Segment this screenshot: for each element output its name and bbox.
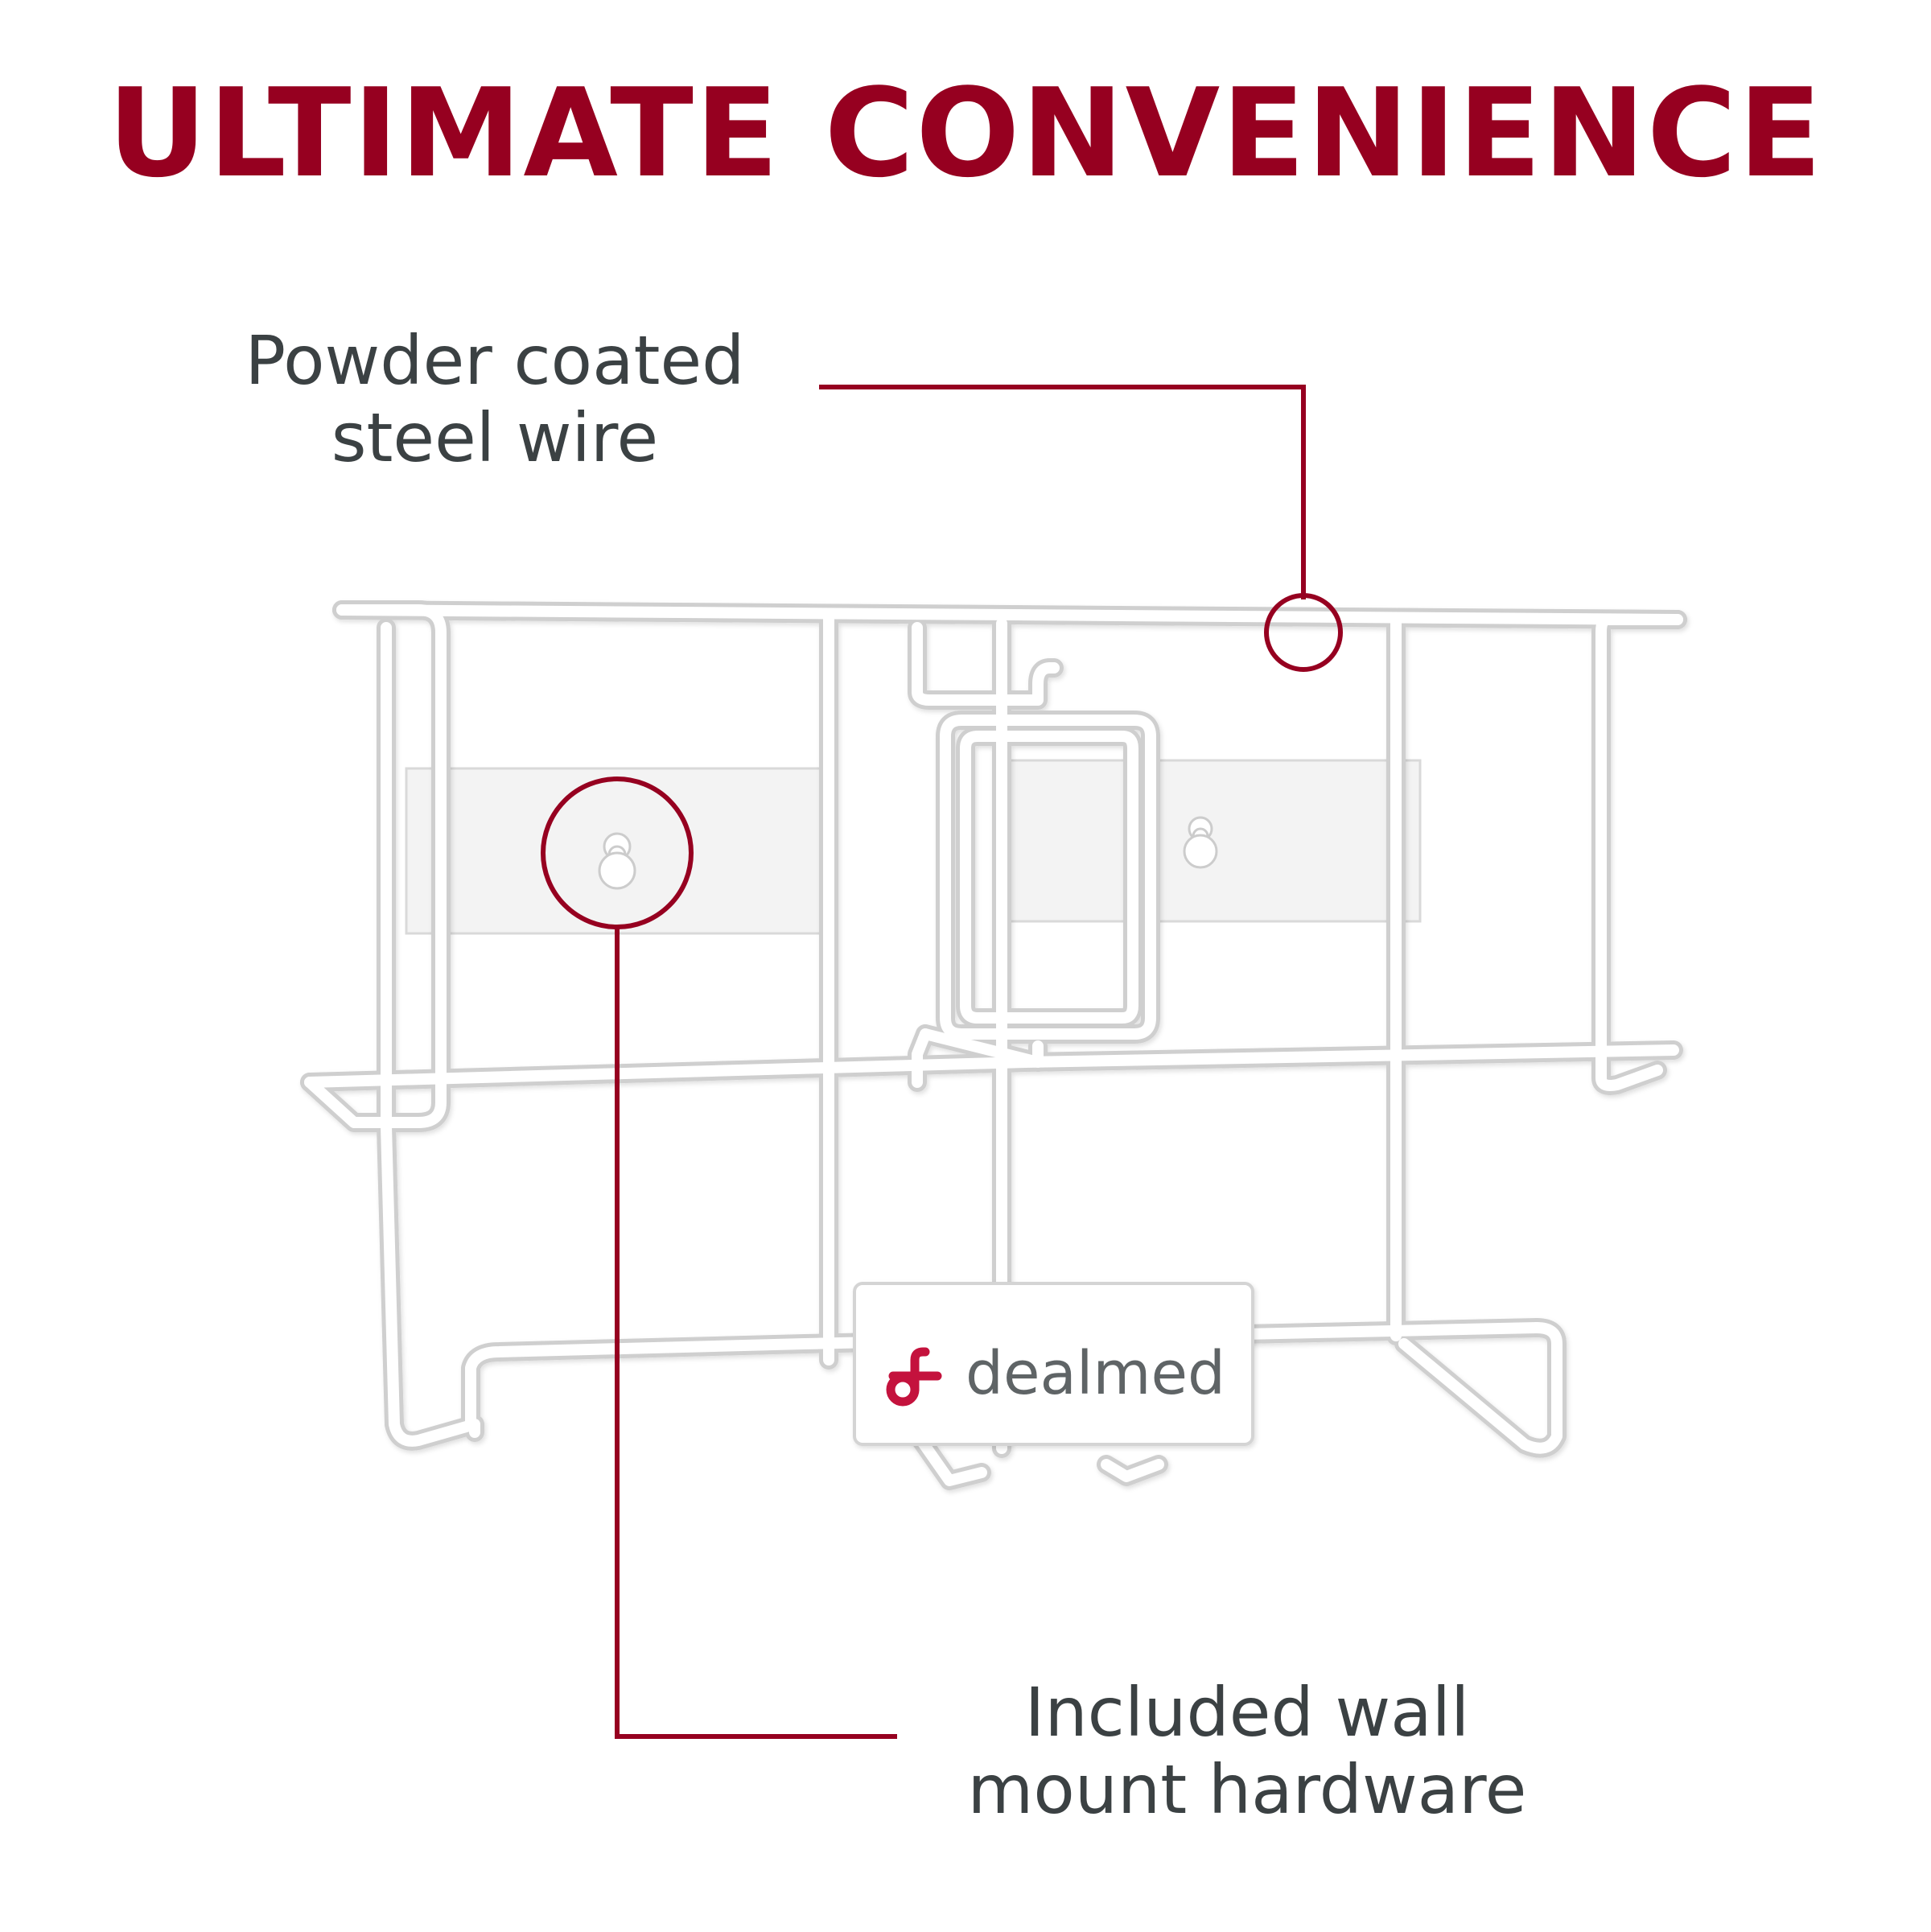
dealmed-logo-icon bbox=[886, 1347, 942, 1407]
callout-steel-wire-line1: Powder coated bbox=[245, 321, 745, 400]
keyhole-right-icon bbox=[1183, 816, 1218, 869]
brand-plate: dealmed bbox=[853, 1282, 1254, 1446]
brand-name: dealmed bbox=[966, 1339, 1225, 1408]
callout-wall-mount-line2: mount hardware bbox=[967, 1750, 1527, 1829]
callout-line-steel-wire bbox=[819, 385, 1343, 672]
callout-steel-wire: Powder coated steel wire bbox=[177, 322, 813, 476]
wire-rack bbox=[300, 600, 1687, 1490]
callout-wall-mount-line1: Included wall bbox=[1024, 1673, 1470, 1752]
callout-wall-mount: Included wall mount hardware bbox=[893, 1674, 1601, 1828]
mounting-plate-right bbox=[1008, 759, 1422, 923]
keyhole-left-icon bbox=[598, 832, 636, 890]
headline: ULTIMATE CONVENIENCE bbox=[107, 62, 1824, 204]
callout-line-wall-mount bbox=[541, 777, 897, 1739]
callout-steel-wire-line2: steel wire bbox=[331, 398, 659, 477]
